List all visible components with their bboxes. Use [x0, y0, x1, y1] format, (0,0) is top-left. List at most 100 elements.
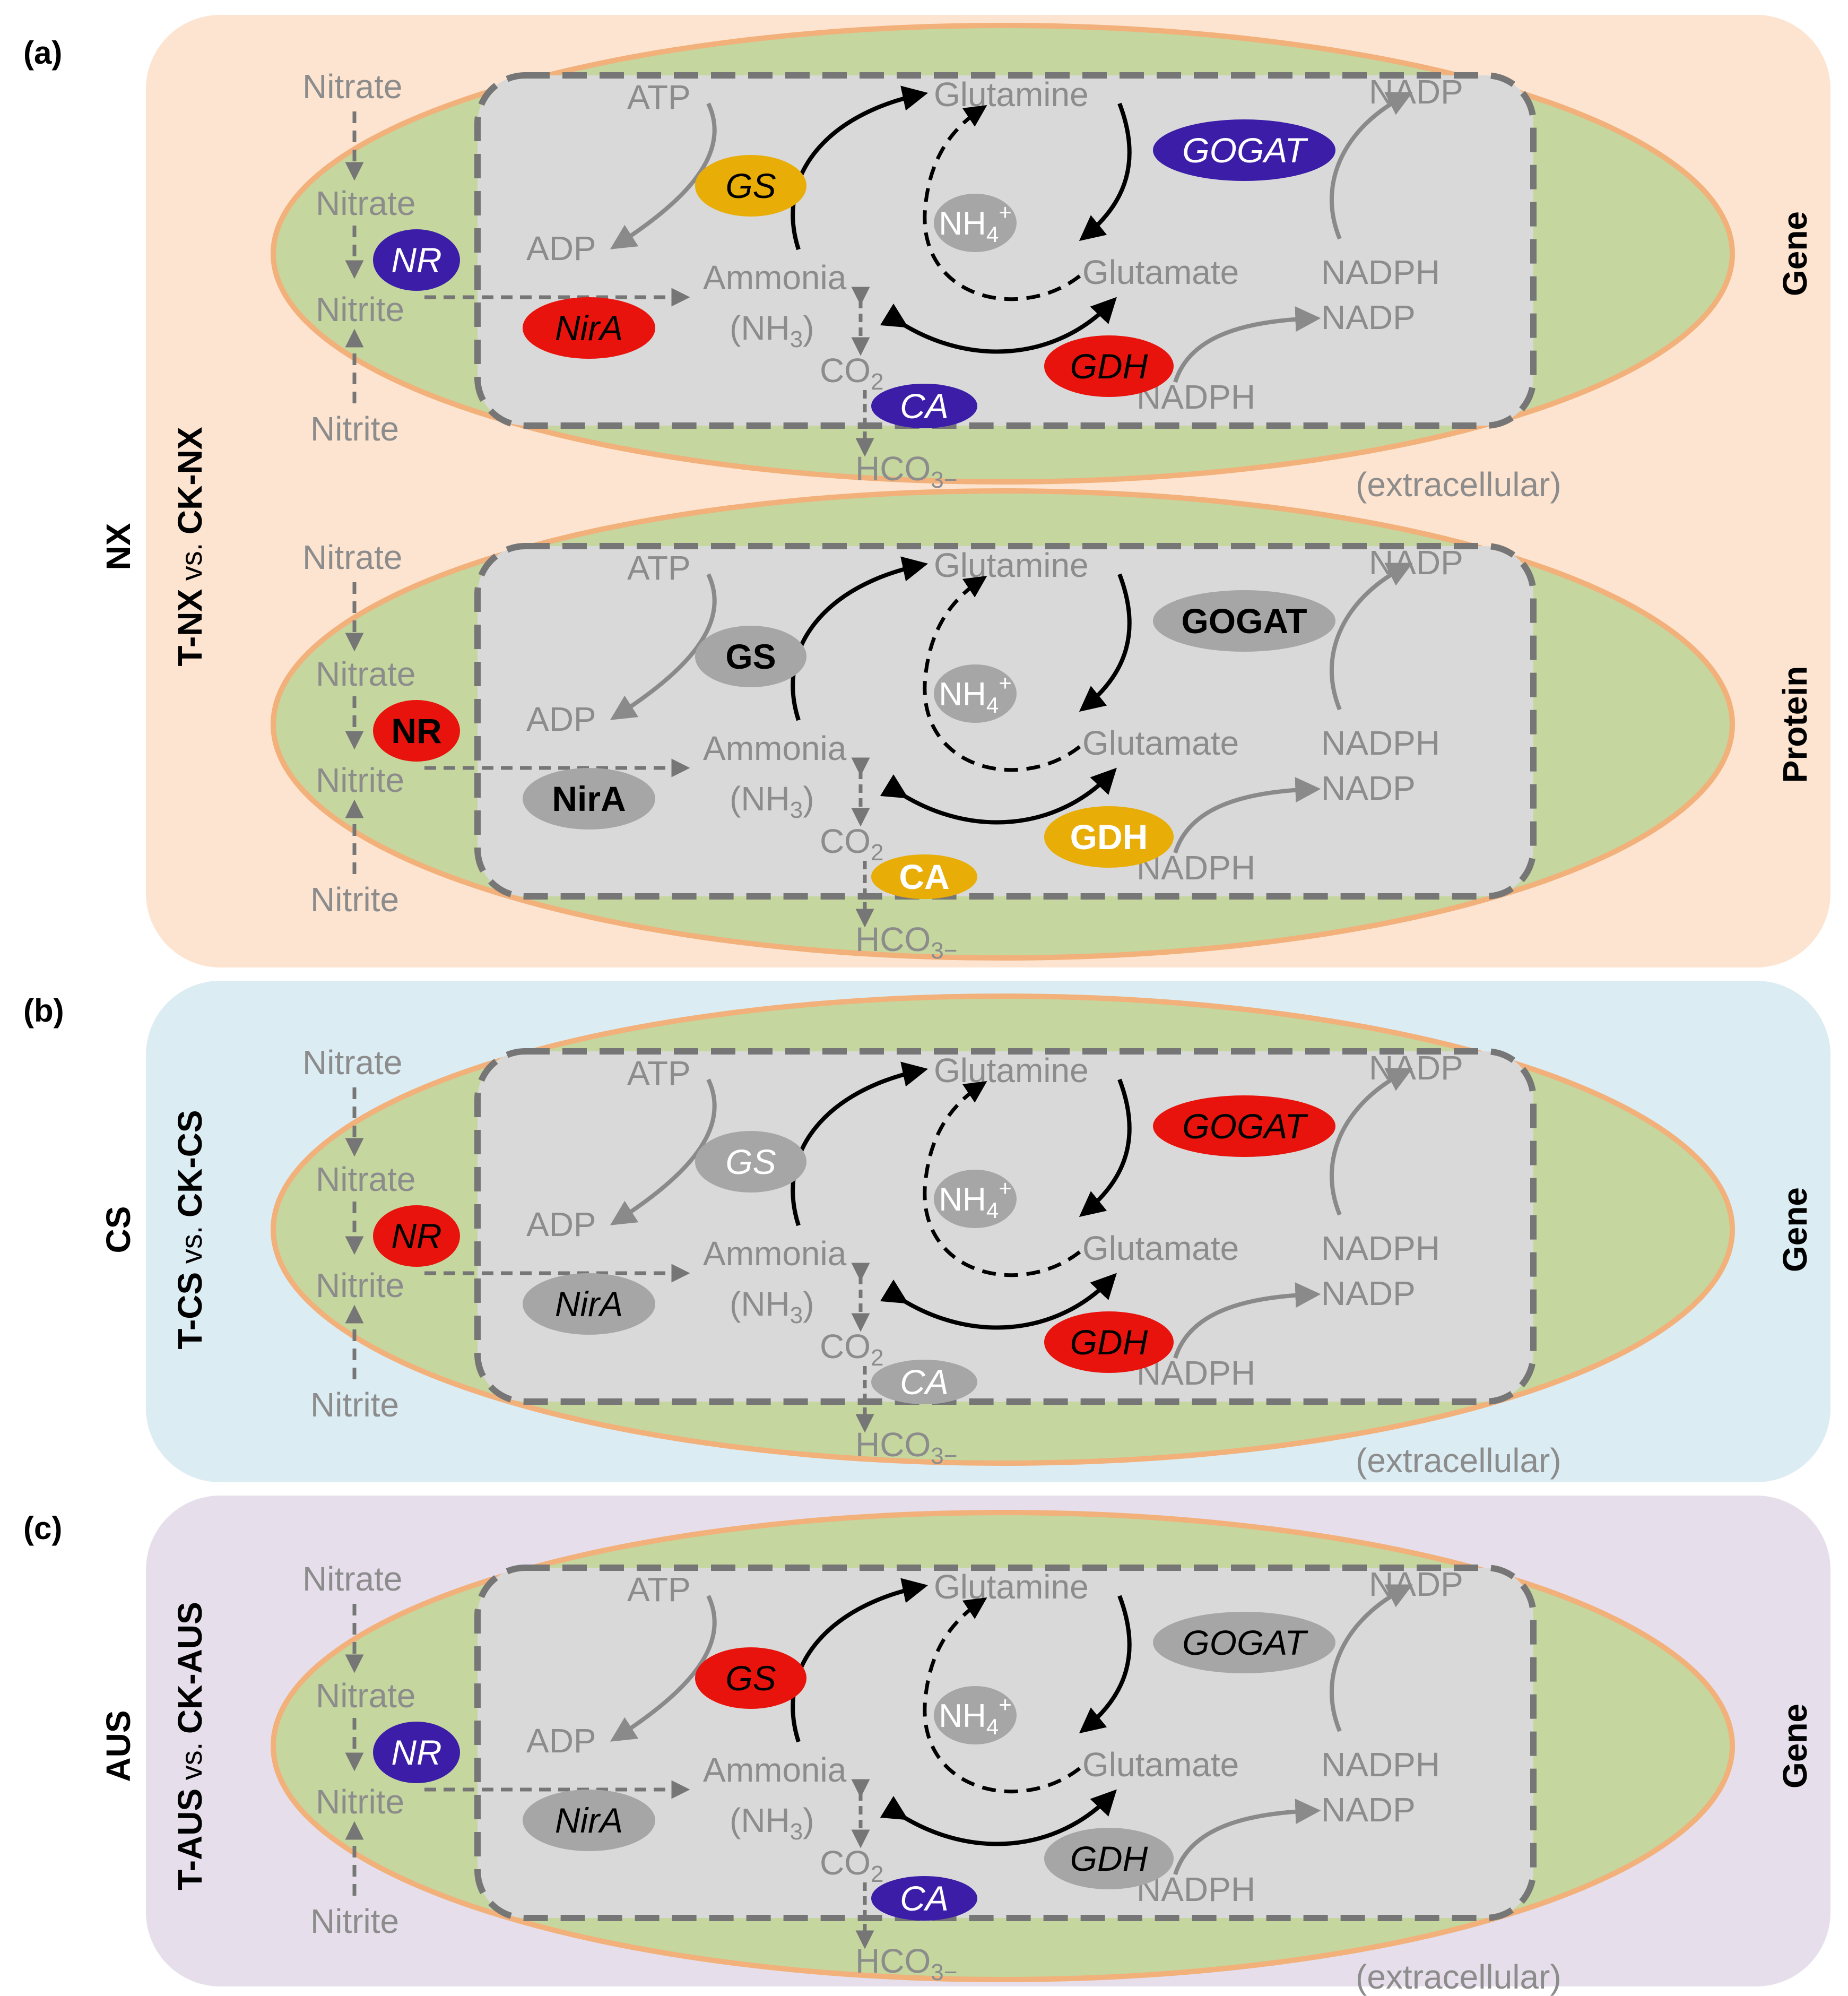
co2-sub: 2: [871, 1345, 883, 1371]
enzyme-gogat-label: GOGAT: [1182, 1107, 1308, 1146]
enzyme-gogat-label: GOGAT: [1182, 131, 1308, 170]
data-type-label: Gene: [1776, 1187, 1814, 1272]
enzyme-gdh-marker: [1044, 335, 1174, 397]
co2-base: CO: [820, 822, 871, 860]
comparison-control: CK-AUS: [171, 1602, 209, 1734]
cytoplasm-box: [474, 72, 1537, 429]
enzyme-nr: NR: [373, 1722, 460, 1783]
nh4-recycling-arrow: [923, 1597, 1081, 1794]
hco3-sub: 3−: [931, 467, 957, 493]
enzyme-nr-label: NR: [391, 240, 441, 280]
nh3-pre: (NH: [730, 309, 790, 347]
enzyme-ca-marker: [871, 1876, 977, 1921]
enzyme-gs-label: GS: [725, 1658, 776, 1698]
co2-base: CO: [820, 1844, 871, 1882]
comparison-label-text: T-CS vs. CK-CS: [171, 1110, 209, 1349]
gogat-reaction-arrow: [1079, 1595, 1132, 1734]
hco3-label: HCO3−: [855, 1942, 957, 1985]
enzyme-nira: NirA: [523, 768, 655, 829]
glutamine-label: Glutamine: [934, 546, 1089, 584]
comparison-label-text: T-AUS vs. CK-AUS: [171, 1602, 209, 1890]
data-type-label: Gene: [1776, 1704, 1814, 1788]
nh4-label: NH4+: [939, 1176, 1011, 1223]
enzyme-gogat-label: GOGAT: [1181, 601, 1307, 641]
comparison-label-text: T-NX vs. CK-NX: [171, 427, 209, 666]
nh4-sub: 4: [986, 1714, 999, 1739]
nitrate-intracellular: Nitrate: [316, 1677, 416, 1715]
gogat-reaction-arrow: [1079, 573, 1132, 712]
enzyme-nr-label: NR: [391, 1216, 441, 1256]
nitrite-intracellular: Nitrite: [316, 290, 404, 329]
enzyme-gs-marker: [695, 626, 806, 687]
enzyme-ca-label: CA: [900, 386, 949, 426]
nh4-marker: [934, 1170, 1017, 1228]
nh4-base: NH: [939, 1698, 986, 1734]
enzyme-gdh-label: GDH: [1070, 1323, 1148, 1362]
cytoplasm-box: [474, 1048, 1537, 1405]
extracellular-label: (extracellular): [1356, 465, 1561, 504]
enzyme-nr-label: NR: [391, 711, 441, 750]
nadph-label: NADPH: [1321, 724, 1440, 762]
enzyme-nira: NirA: [523, 1790, 655, 1851]
nadph-label: NADPH: [1321, 1229, 1440, 1267]
data-type-label-text: Gene: [1776, 1704, 1814, 1788]
extracellular-label: (extracellular): [1356, 1958, 1561, 1996]
adp-label: ADP: [526, 700, 596, 738]
gs-reaction-arrow: [791, 85, 929, 250]
glutamate-label: Glutamate: [1082, 1229, 1239, 1267]
nh4-sub: 4: [986, 693, 999, 718]
nh3-sub: 3: [790, 797, 803, 823]
enzyme-gdh: GDH: [1044, 1828, 1174, 1889]
enzyme-gs-marker: [695, 155, 806, 217]
cytoplasm-box: [474, 1565, 1537, 1921]
enzyme-nira-label: NirA: [555, 1284, 623, 1324]
nh4-base: NH: [939, 1181, 986, 1218]
nh3-pre: (NH: [730, 1285, 790, 1323]
nadph-nadp-arrow: [1330, 92, 1413, 240]
enzyme-gogat: GOGAT: [1153, 1612, 1335, 1673]
co2-label: CO2: [820, 1844, 883, 1887]
gdh-nadph-arrow: [1173, 1799, 1321, 1876]
enzyme-gs: GS: [695, 626, 806, 687]
nh4-marker: [934, 664, 1017, 723]
enzyme-nira-marker: [523, 297, 655, 359]
glutamine-label: Glutamine: [934, 1051, 1089, 1090]
hco3-sub: 3−: [931, 1959, 957, 1985]
gdh-nadph-arrow: [1173, 1282, 1321, 1359]
data-type-label-text: Gene: [1776, 1187, 1814, 1272]
treatment-label: NX: [99, 523, 137, 570]
enzyme-gs-marker: [695, 1647, 806, 1709]
enzyme-nira-marker: [523, 768, 655, 829]
nitrite-intracellular: Nitrite: [316, 1783, 404, 1821]
data-type-label: Gene: [1776, 211, 1814, 296]
nitrite-extracellular: Nitrite: [310, 880, 399, 919]
treatment-label: CS: [99, 1206, 137, 1254]
cell: NitrateNitrateNitriteNitriteATPADPGlutam…: [271, 1510, 1735, 1996]
enzyme-ca-label: CA: [900, 1362, 949, 1402]
nh3-post: ): [803, 1285, 814, 1323]
hco3-sub: 3−: [931, 938, 957, 964]
gs-reaction-arrow: [791, 556, 929, 721]
enzyme-nr-marker: [373, 700, 460, 762]
treatment-label: AUS: [99, 1710, 137, 1782]
nadp-top-label: NADP: [1369, 73, 1463, 111]
gdh-reaction-arrow: [880, 767, 1117, 825]
co2-sub: 2: [871, 1861, 883, 1887]
side-labels-layer: (a)NXT-NX vs. CK-NXGeneProtein(b)CST-CS …: [23, 35, 1814, 1890]
hco3-base: HCO: [855, 1942, 931, 1980]
enzyme-gogat-marker: [1153, 1612, 1335, 1673]
nh4-base: NH: [939, 676, 986, 713]
enzyme-gogat-marker: [1153, 590, 1335, 652]
enzyme-nira-marker: [523, 1790, 655, 1851]
gogat-reaction-arrow: [1079, 102, 1132, 241]
ammonia-label: Ammonia: [703, 1234, 847, 1273]
nh4-recycling-arrow: [923, 105, 1081, 301]
enzyme-gdh-label: GDH: [1070, 817, 1148, 857]
enzyme-gogat: GOGAT: [1153, 119, 1335, 181]
treatment-label-text: NX: [99, 523, 137, 570]
enzyme-nira-label: NirA: [555, 1801, 623, 1840]
glutamate-label: Glutamate: [1082, 253, 1239, 291]
nh4-sup: +: [999, 670, 1012, 695]
enzyme-ca: CA: [871, 854, 977, 899]
enzyme-gdh: GDH: [1044, 335, 1174, 397]
